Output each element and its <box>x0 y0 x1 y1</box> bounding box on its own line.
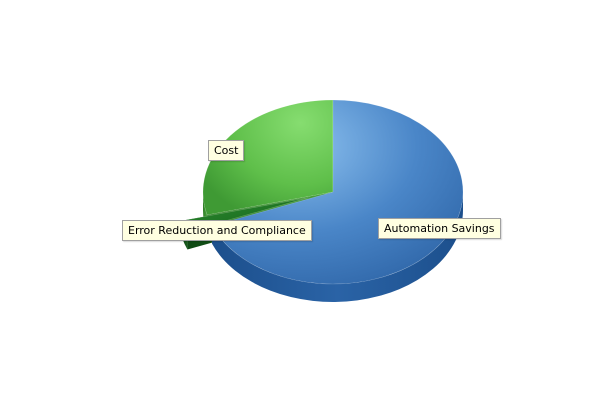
slice-label-error-reduction: Error Reduction and Compliance <box>122 220 312 241</box>
slice-label-automation-savings: Automation Savings <box>378 218 501 239</box>
slice-label-cost: Cost <box>208 140 245 161</box>
pie-slice-cost <box>202 99 334 216</box>
pie-slice-side-automation-savings <box>212 192 463 302</box>
